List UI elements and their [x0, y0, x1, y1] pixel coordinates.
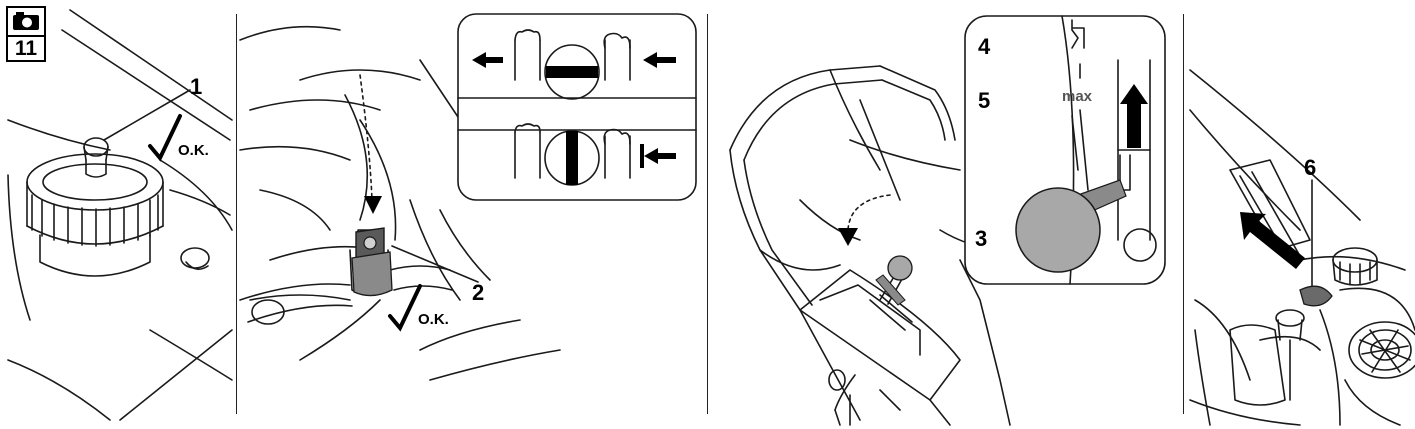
camera-icon — [13, 12, 39, 30]
callout-5: 5 — [978, 88, 991, 113]
panel-4-drawing — [1189, 69, 1415, 426]
panel-divider — [236, 14, 237, 414]
callout-3: 3 — [975, 226, 988, 251]
panel-1-drawing — [7, 9, 233, 421]
ok-label: O.K. — [418, 311, 449, 328]
max-scale-label: max — [1062, 88, 1093, 105]
callout-4: 4 — [978, 34, 991, 59]
filled-parts — [148, 52, 1333, 332]
callout-2: 2 — [472, 280, 485, 305]
figure-badge: 11 — [6, 6, 46, 62]
panel-2-drawing — [239, 13, 697, 381]
panel-divider — [707, 14, 708, 414]
callout-6: 6 — [1304, 155, 1317, 180]
figure-number: 11 — [8, 35, 44, 61]
panel-divider — [1183, 14, 1184, 414]
ok-label: O.K. — [178, 142, 209, 159]
callout-1: 1 — [190, 74, 203, 99]
panel-3-drawing — [729, 15, 1166, 426]
